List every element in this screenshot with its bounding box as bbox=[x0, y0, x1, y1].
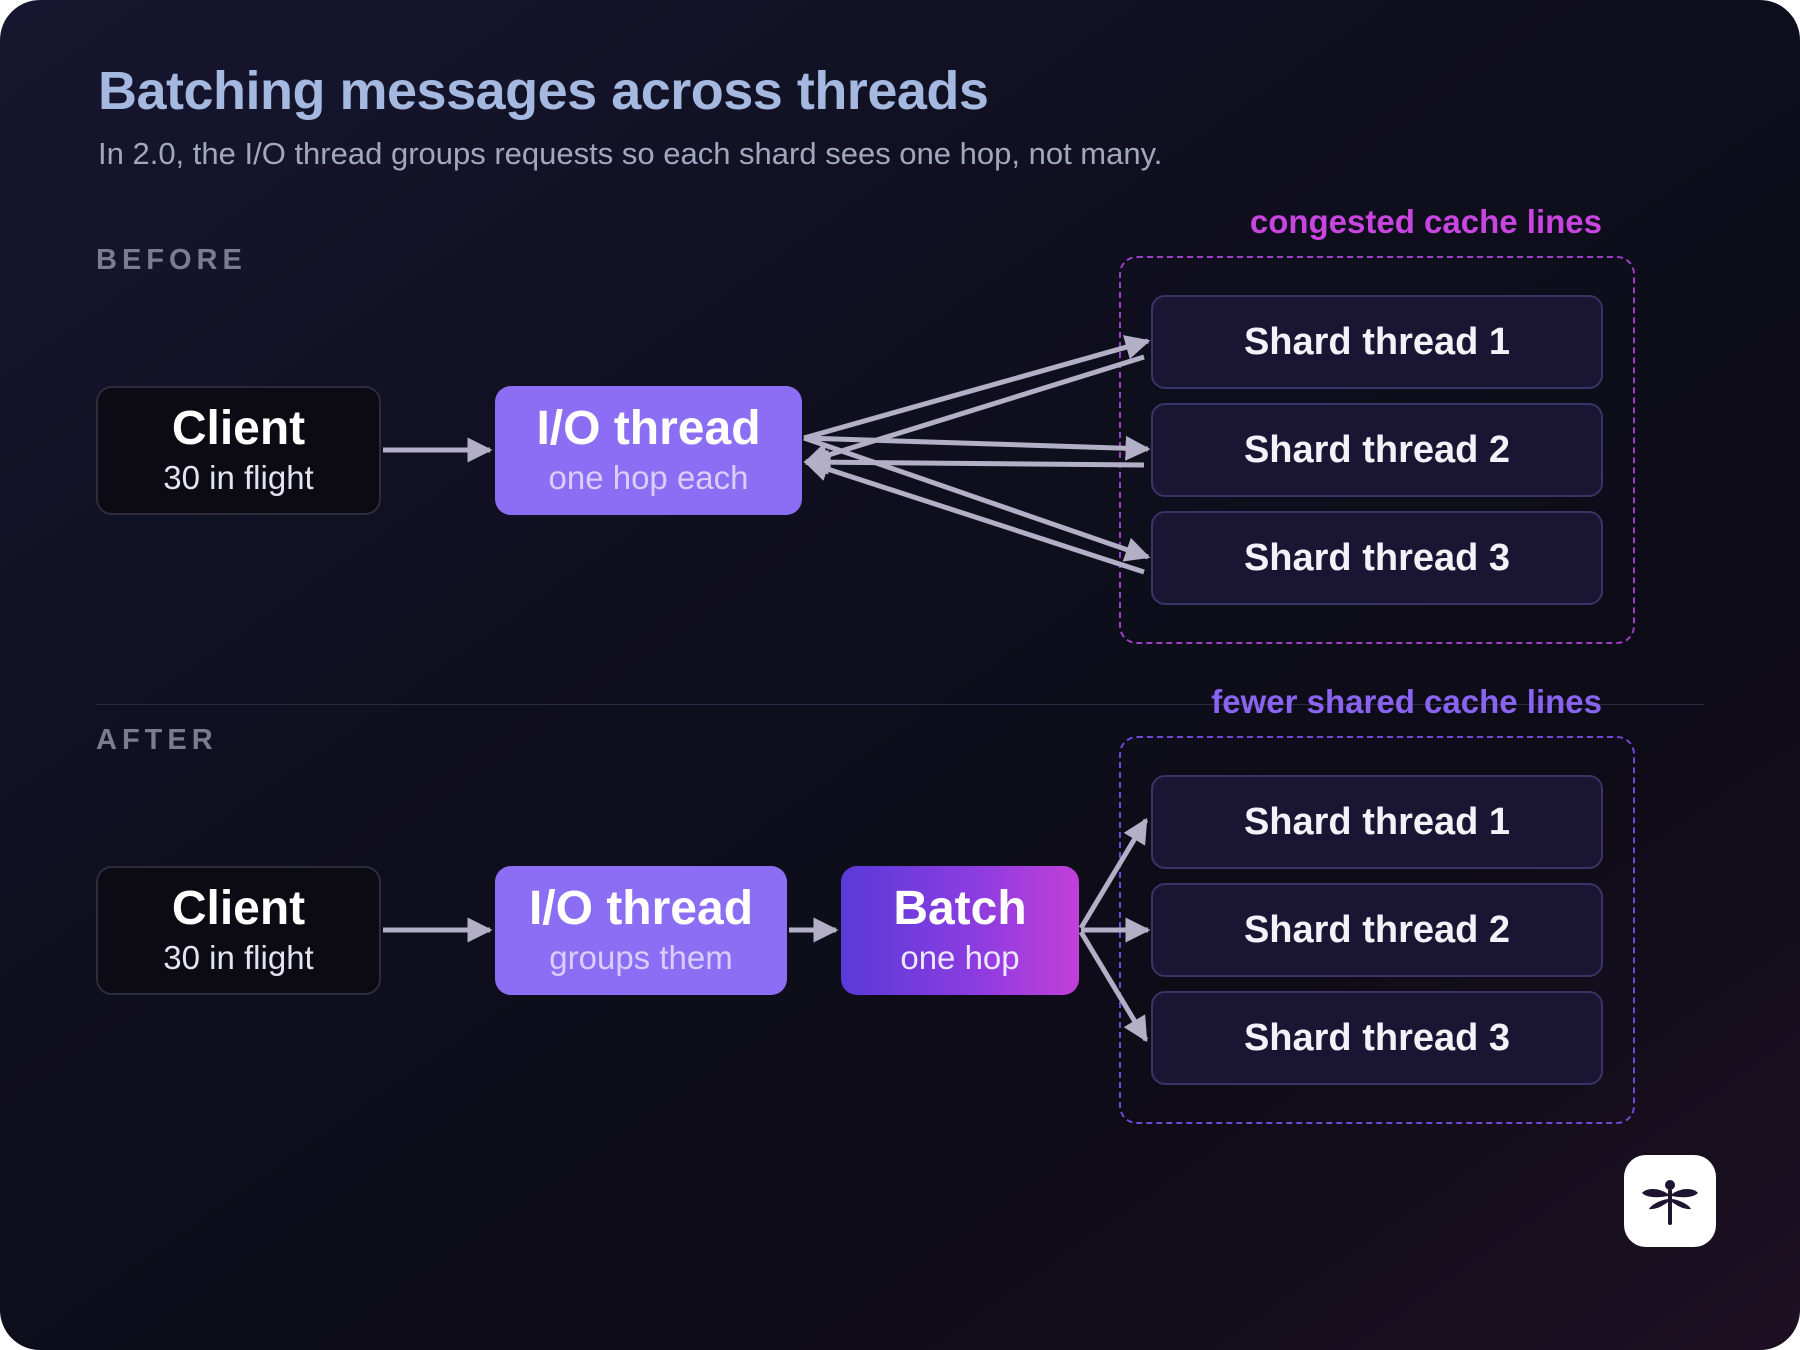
before-io-to-shard1-arrow bbox=[803, 335, 1151, 441]
batch-node: Batch one hop bbox=[841, 866, 1079, 995]
before-shard-2-label: Shard thread 2 bbox=[1243, 428, 1511, 471]
after-shard-1-label: Shard thread 1 bbox=[1243, 800, 1511, 843]
after-batch-to-shard1-arrow bbox=[1078, 817, 1149, 930]
before-io-to-shard3-arrow bbox=[803, 435, 1151, 562]
before-shard-thread-3: Shard thread 3 bbox=[1151, 511, 1603, 605]
after-label: AFTER bbox=[96, 724, 218, 756]
before-client-node: Client 30 in flight bbox=[96, 386, 381, 515]
batch-sub: one hop bbox=[900, 939, 1020, 977]
before-io-title: I/O thread bbox=[536, 402, 761, 456]
before-client-title: Client bbox=[171, 402, 306, 456]
after-io-sub: groups them bbox=[549, 939, 733, 977]
diagram-subtitle: In 2.0, the I/O thread groups requests s… bbox=[98, 136, 1163, 171]
before-shard2-to-io-arrow bbox=[803, 449, 1145, 475]
after-io-title: I/O thread bbox=[528, 882, 754, 936]
before-shard1-to-io-arrow bbox=[803, 354, 1145, 468]
before-client-sub: 30 in flight bbox=[163, 459, 314, 497]
before-shard-thread-1: Shard thread 1 bbox=[1151, 295, 1603, 389]
after-shard-3-label: Shard thread 3 bbox=[1243, 1016, 1511, 1059]
diagram-title: Batching messages across threads bbox=[98, 61, 989, 121]
before-shard-3-label: Shard thread 3 bbox=[1243, 536, 1511, 579]
after-client-title: Client bbox=[171, 882, 306, 936]
after-batch-to-shard3-arrow bbox=[1078, 930, 1149, 1043]
after-shard-2-label: Shard thread 2 bbox=[1243, 908, 1511, 951]
after-shard-thread-3: Shard thread 3 bbox=[1151, 991, 1603, 1085]
after-client-node: Client 30 in flight bbox=[96, 866, 381, 995]
after-io-thread-node: I/O thread groups them bbox=[495, 866, 787, 995]
before-shard-1-label: Shard thread 1 bbox=[1243, 320, 1511, 363]
before-io-to-shard2-arrow bbox=[803, 435, 1151, 461]
batch-title: Batch bbox=[893, 882, 1027, 936]
before-io-sub: one hop each bbox=[548, 459, 749, 497]
before-shard-thread-2: Shard thread 2 bbox=[1151, 403, 1603, 497]
dragonfly-icon bbox=[1642, 1180, 1698, 1225]
after-shard-thread-1: Shard thread 1 bbox=[1151, 775, 1603, 869]
logo bbox=[1624, 1155, 1716, 1247]
before-shard3-to-io-arrow bbox=[803, 457, 1145, 575]
before-io-thread-node: I/O thread one hop each bbox=[495, 386, 802, 515]
before-cluster-label: congested cache lines bbox=[1249, 203, 1602, 240]
after-cluster-label: fewer shared cache lines bbox=[1211, 683, 1602, 720]
before-label: BEFORE bbox=[96, 244, 247, 276]
after-shard-thread-2: Shard thread 2 bbox=[1151, 883, 1603, 977]
after-client-sub: 30 in flight bbox=[163, 939, 314, 977]
section-divider bbox=[96, 704, 1704, 705]
